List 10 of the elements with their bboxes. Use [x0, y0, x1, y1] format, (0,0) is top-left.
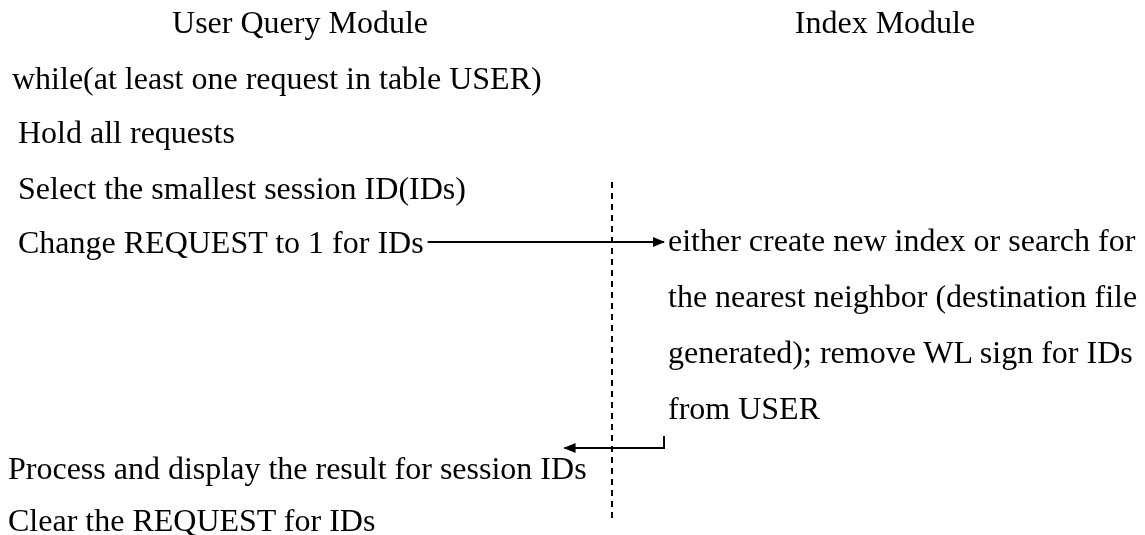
step-text: Process and display the result for session IDs [8, 448, 587, 488]
arrow [563, 435, 665, 453]
column-heading: Index Module [794, 3, 976, 42]
step-text: Change REQUEST to 1 for IDs [18, 222, 424, 262]
step-text: either create new index or search for the nearest neighbor (destination file generated); remove WL sign for IDs from USER [668, 212, 1145, 436]
step-text: Hold all requests [18, 113, 235, 152]
column-heading: User Query Module [172, 3, 428, 42]
arrow [426, 237, 665, 247]
step-text: while(at least one request in table USER) [12, 59, 542, 98]
step-text: Select the smallest session ID(IDs) [18, 169, 466, 208]
